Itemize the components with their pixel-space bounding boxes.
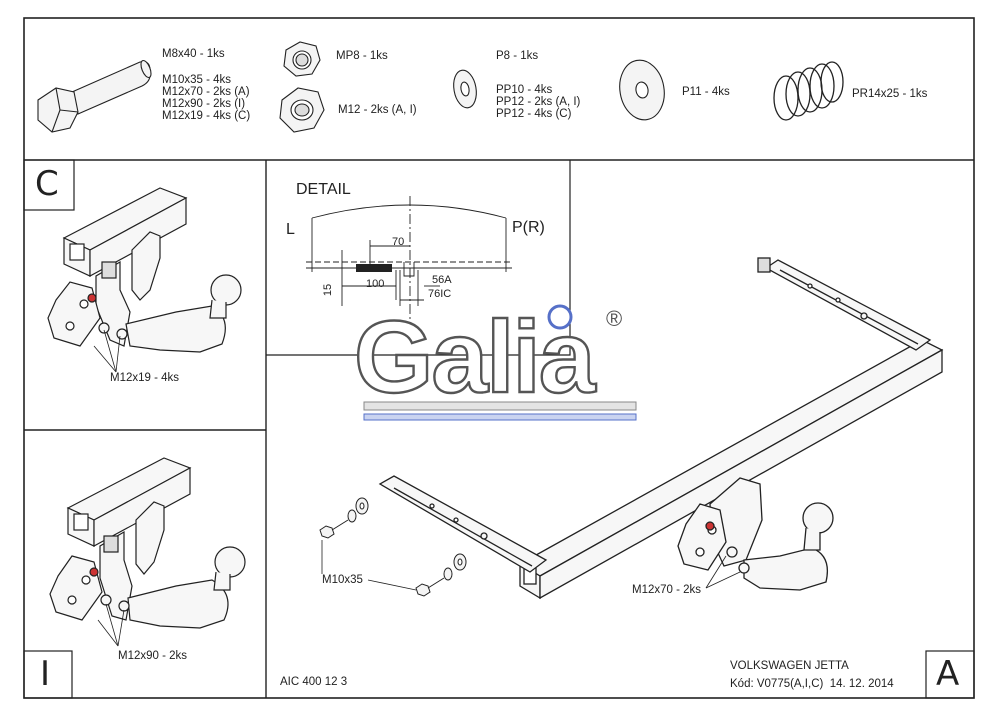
footer-kod: Kód: V0775(A,I,C) 14. 12. 2014 <box>730 678 894 690</box>
logo-registered-mark: ® <box>606 306 622 331</box>
logo-dot <box>547 304 573 330</box>
panel-a-letter: A <box>936 654 960 694</box>
letter-box-a <box>925 650 975 699</box>
part-washer-p11: P11 - 4ks <box>682 86 730 98</box>
logo-underline-blue <box>363 413 637 421</box>
part-spring: PR14x25 - 1ks <box>852 88 928 100</box>
label-a-pointer-lines <box>321 540 741 591</box>
detail-left-label: L <box>286 221 295 238</box>
towbar-c-drawing <box>47 187 242 353</box>
part-washer-line: PP12 - 2ks (A, I) <box>496 96 581 108</box>
nut-m12-icon <box>279 87 325 133</box>
label-i-pointer-lines <box>97 603 125 647</box>
panel-i-bolt-label: M12x90 - 2ks <box>118 650 188 662</box>
panel-a-bolt-label: M12x70 - 2ks <box>632 584 702 596</box>
part-nut-mp8: MP8 - 1ks <box>336 50 388 62</box>
label-c-pointer-lines <box>93 329 121 373</box>
part-nut-m12: M12 - 2ks (A, I) <box>338 104 417 116</box>
detail-dim-100: 100 <box>366 278 385 290</box>
panel-c-bolt-label: M12x19 - 4ks <box>110 372 180 384</box>
spring-icon <box>773 61 844 121</box>
part-bolt-m8x40: M8x40 - 1ks <box>162 48 225 60</box>
part-bolt-line: M12x90 - 2ks (I) <box>162 98 246 110</box>
letter-box-i <box>23 650 73 699</box>
part-washer-line: PP12 - 4ks (C) <box>496 108 572 120</box>
detail-right-label: P(R) <box>512 219 545 236</box>
detail-dim-76ic: 76IC <box>428 288 452 300</box>
detail-title: DETAIL <box>296 181 351 198</box>
towbar-a-drawing <box>378 257 944 600</box>
footer-drawing-code: AIC 400 12 3 <box>280 676 348 688</box>
detail-box <box>266 160 571 356</box>
part-bolt-line: M10x35 - 4ks <box>162 74 232 86</box>
bolt-icon <box>37 59 152 133</box>
m10-bolts-icon <box>319 497 467 597</box>
outer-frame <box>23 17 975 699</box>
part-washer-line: PP10 - 4ks <box>496 84 553 96</box>
part-bolt-line: M12x19 - 4ks (C) <box>162 110 251 122</box>
towbar-i-drawing <box>49 457 246 629</box>
nut-mp8-icon <box>283 41 321 77</box>
footer-vehicle: VOLKSWAGEN JETTA <box>730 660 849 672</box>
part-washer-list: PP10 - 4ks PP12 - 2ks (A, I) PP12 - 4ks … <box>496 84 580 120</box>
washer-p11-icon <box>619 59 665 121</box>
logo-underline-grey <box>363 401 637 411</box>
detail-dim-70: 70 <box>392 236 405 248</box>
panel-i-letter: I <box>40 654 51 694</box>
part-bolt-line: M12x70 - 2ks (A) <box>162 86 250 98</box>
detail-hatched-block <box>356 264 392 272</box>
panel-c-letter: C <box>35 164 59 204</box>
detail-dim-15: 15 <box>322 283 335 297</box>
letter-box-c <box>23 159 75 211</box>
galia-logo: Galia ® <box>353 299 637 421</box>
detail-drawing <box>306 196 512 340</box>
detail-dim-56a: 56A <box>432 274 452 286</box>
part-washer-p8: P8 - 1ks <box>496 50 539 62</box>
washer-p8-icon <box>453 69 477 109</box>
part-bolt-list: M10x35 - 4ks M12x70 - 2ks (A) M12x90 - 2… <box>162 74 250 122</box>
panel-a-side-bolt-label: M10x35 <box>322 574 363 586</box>
